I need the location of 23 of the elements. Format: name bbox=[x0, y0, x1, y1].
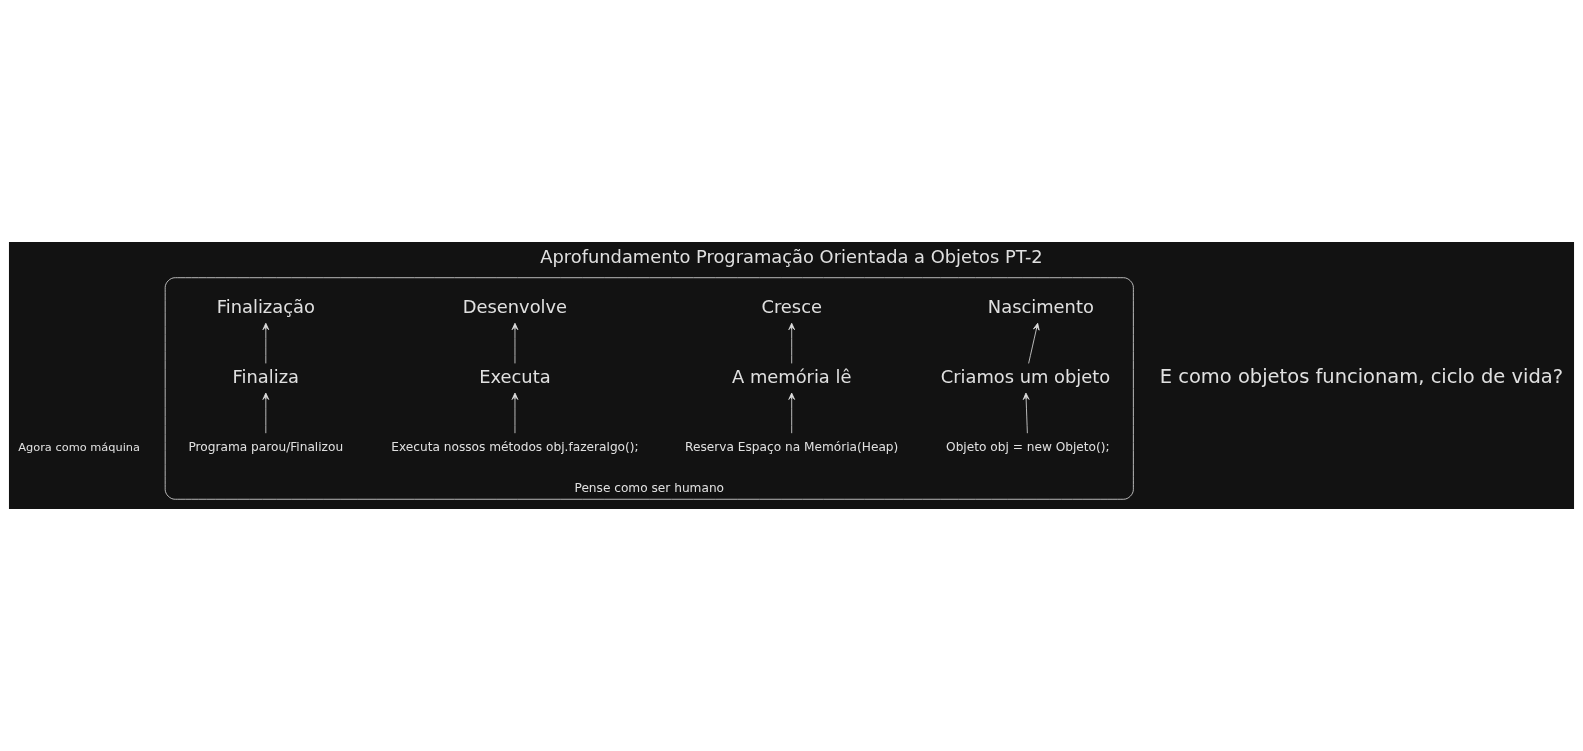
arrow bbox=[788, 392, 796, 434]
node-text: A memória lê bbox=[732, 365, 852, 387]
node-text: Nascimento bbox=[987, 296, 1094, 318]
arrow bbox=[1022, 392, 1030, 434]
arrow bbox=[1028, 322, 1040, 364]
node-text: Finalização bbox=[216, 296, 315, 318]
node-text: Executa bbox=[479, 365, 551, 387]
node-text: Finaliza bbox=[232, 365, 300, 387]
node-text: Reserva Espaço na Memória(Heap) bbox=[685, 439, 899, 454]
diagram-title: Aprofundamento Programação Orientada a Objetos PT-2 bbox=[540, 245, 1043, 267]
node-text: Executa nossos métodos obj.fazeralgo(); bbox=[391, 439, 639, 454]
label: E como objetos funcionam, ciclo de vida? bbox=[1159, 365, 1564, 389]
node-text: Programa parou/Finalizou bbox=[188, 439, 344, 454]
node-text: Objeto obj = new Objeto(); bbox=[946, 439, 1110, 454]
node-text: Criamos um objeto bbox=[940, 365, 1111, 387]
label: Agora como máquina bbox=[18, 440, 141, 455]
arrow bbox=[262, 322, 270, 364]
node-text: Desenvolve bbox=[462, 296, 568, 318]
node-text: Cresce bbox=[761, 296, 822, 318]
arrow bbox=[511, 322, 519, 364]
arrow bbox=[511, 392, 519, 434]
arrow bbox=[262, 392, 270, 434]
arrow bbox=[788, 322, 796, 364]
